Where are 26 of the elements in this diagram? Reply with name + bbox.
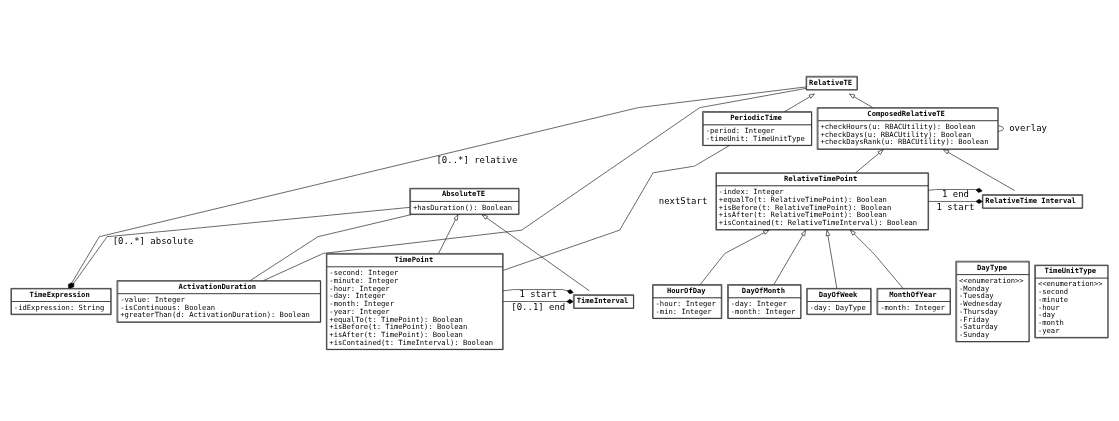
edge-label: 1 start: [936, 201, 975, 212]
edge-label: [0..*] relative: [436, 154, 518, 165]
connector: [249, 213, 412, 281]
edge-label: [0..1] end: [511, 301, 566, 312]
edge-label: 1 start: [519, 288, 558, 299]
edge-label: 1 end: [941, 188, 969, 199]
edge-label: [0..*] absolute: [112, 235, 194, 246]
connector: [503, 144, 730, 271]
edge-label: nextStart: [658, 195, 708, 206]
connector: [503, 298, 574, 304]
connector: [928, 187, 983, 193]
arrow: [481, 213, 590, 291]
arrow: [773, 229, 806, 285]
edge-label: overlay: [1009, 122, 1047, 133]
connector: [502, 288, 574, 294]
connector: [998, 124, 1004, 132]
arrow: [849, 93, 873, 108]
arrow: [850, 229, 904, 288]
arrow: [855, 148, 884, 173]
arrow: [438, 213, 459, 253]
arrow: [943, 148, 1015, 191]
arrow: [784, 93, 815, 112]
arrow: [825, 229, 838, 288]
connector: [263, 87, 807, 281]
arrow: [700, 229, 770, 285]
connector: [928, 198, 983, 204]
